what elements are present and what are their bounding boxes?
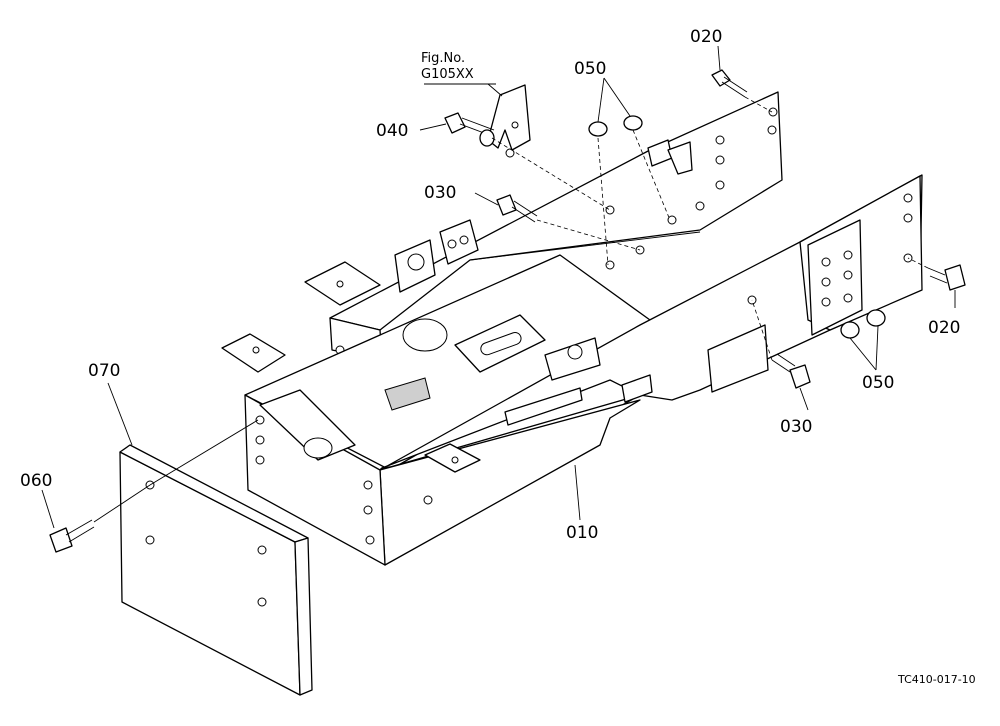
callout-030-right: 030 (780, 417, 812, 437)
leader-lines (41, 45, 956, 529)
bolt-030-right (771, 353, 811, 389)
callout-010: 010 (566, 523, 598, 543)
figure-reference-line2: G105XX (421, 67, 474, 82)
front-plate-070 (119, 444, 313, 696)
figure-reference-line1: Fig.No. (421, 51, 465, 66)
nuts-050-right (840, 309, 886, 339)
bolt-040 (444, 112, 495, 147)
alignment-lines (93, 96, 929, 523)
callout-020-right: 020 (928, 318, 960, 338)
bolt-020-top (711, 69, 748, 98)
callout-020-top: 020 (690, 27, 722, 47)
callout-060: 060 (20, 471, 52, 491)
bolt-020-right (927, 264, 966, 291)
referenced-bracket (487, 84, 531, 158)
bolt-060 (49, 519, 95, 553)
callout-030-left: 030 (424, 183, 456, 203)
callout-070: 070 (88, 361, 120, 381)
nuts-050-top (588, 115, 643, 137)
bolt-030-left (496, 194, 538, 223)
callout-050-right: 050 (862, 373, 894, 393)
callout-050-top: 050 (574, 59, 606, 79)
main-frame-010 (221, 139, 923, 566)
drawing-code: TC410-017-10 (897, 673, 976, 686)
callout-040: 040 (376, 121, 408, 141)
